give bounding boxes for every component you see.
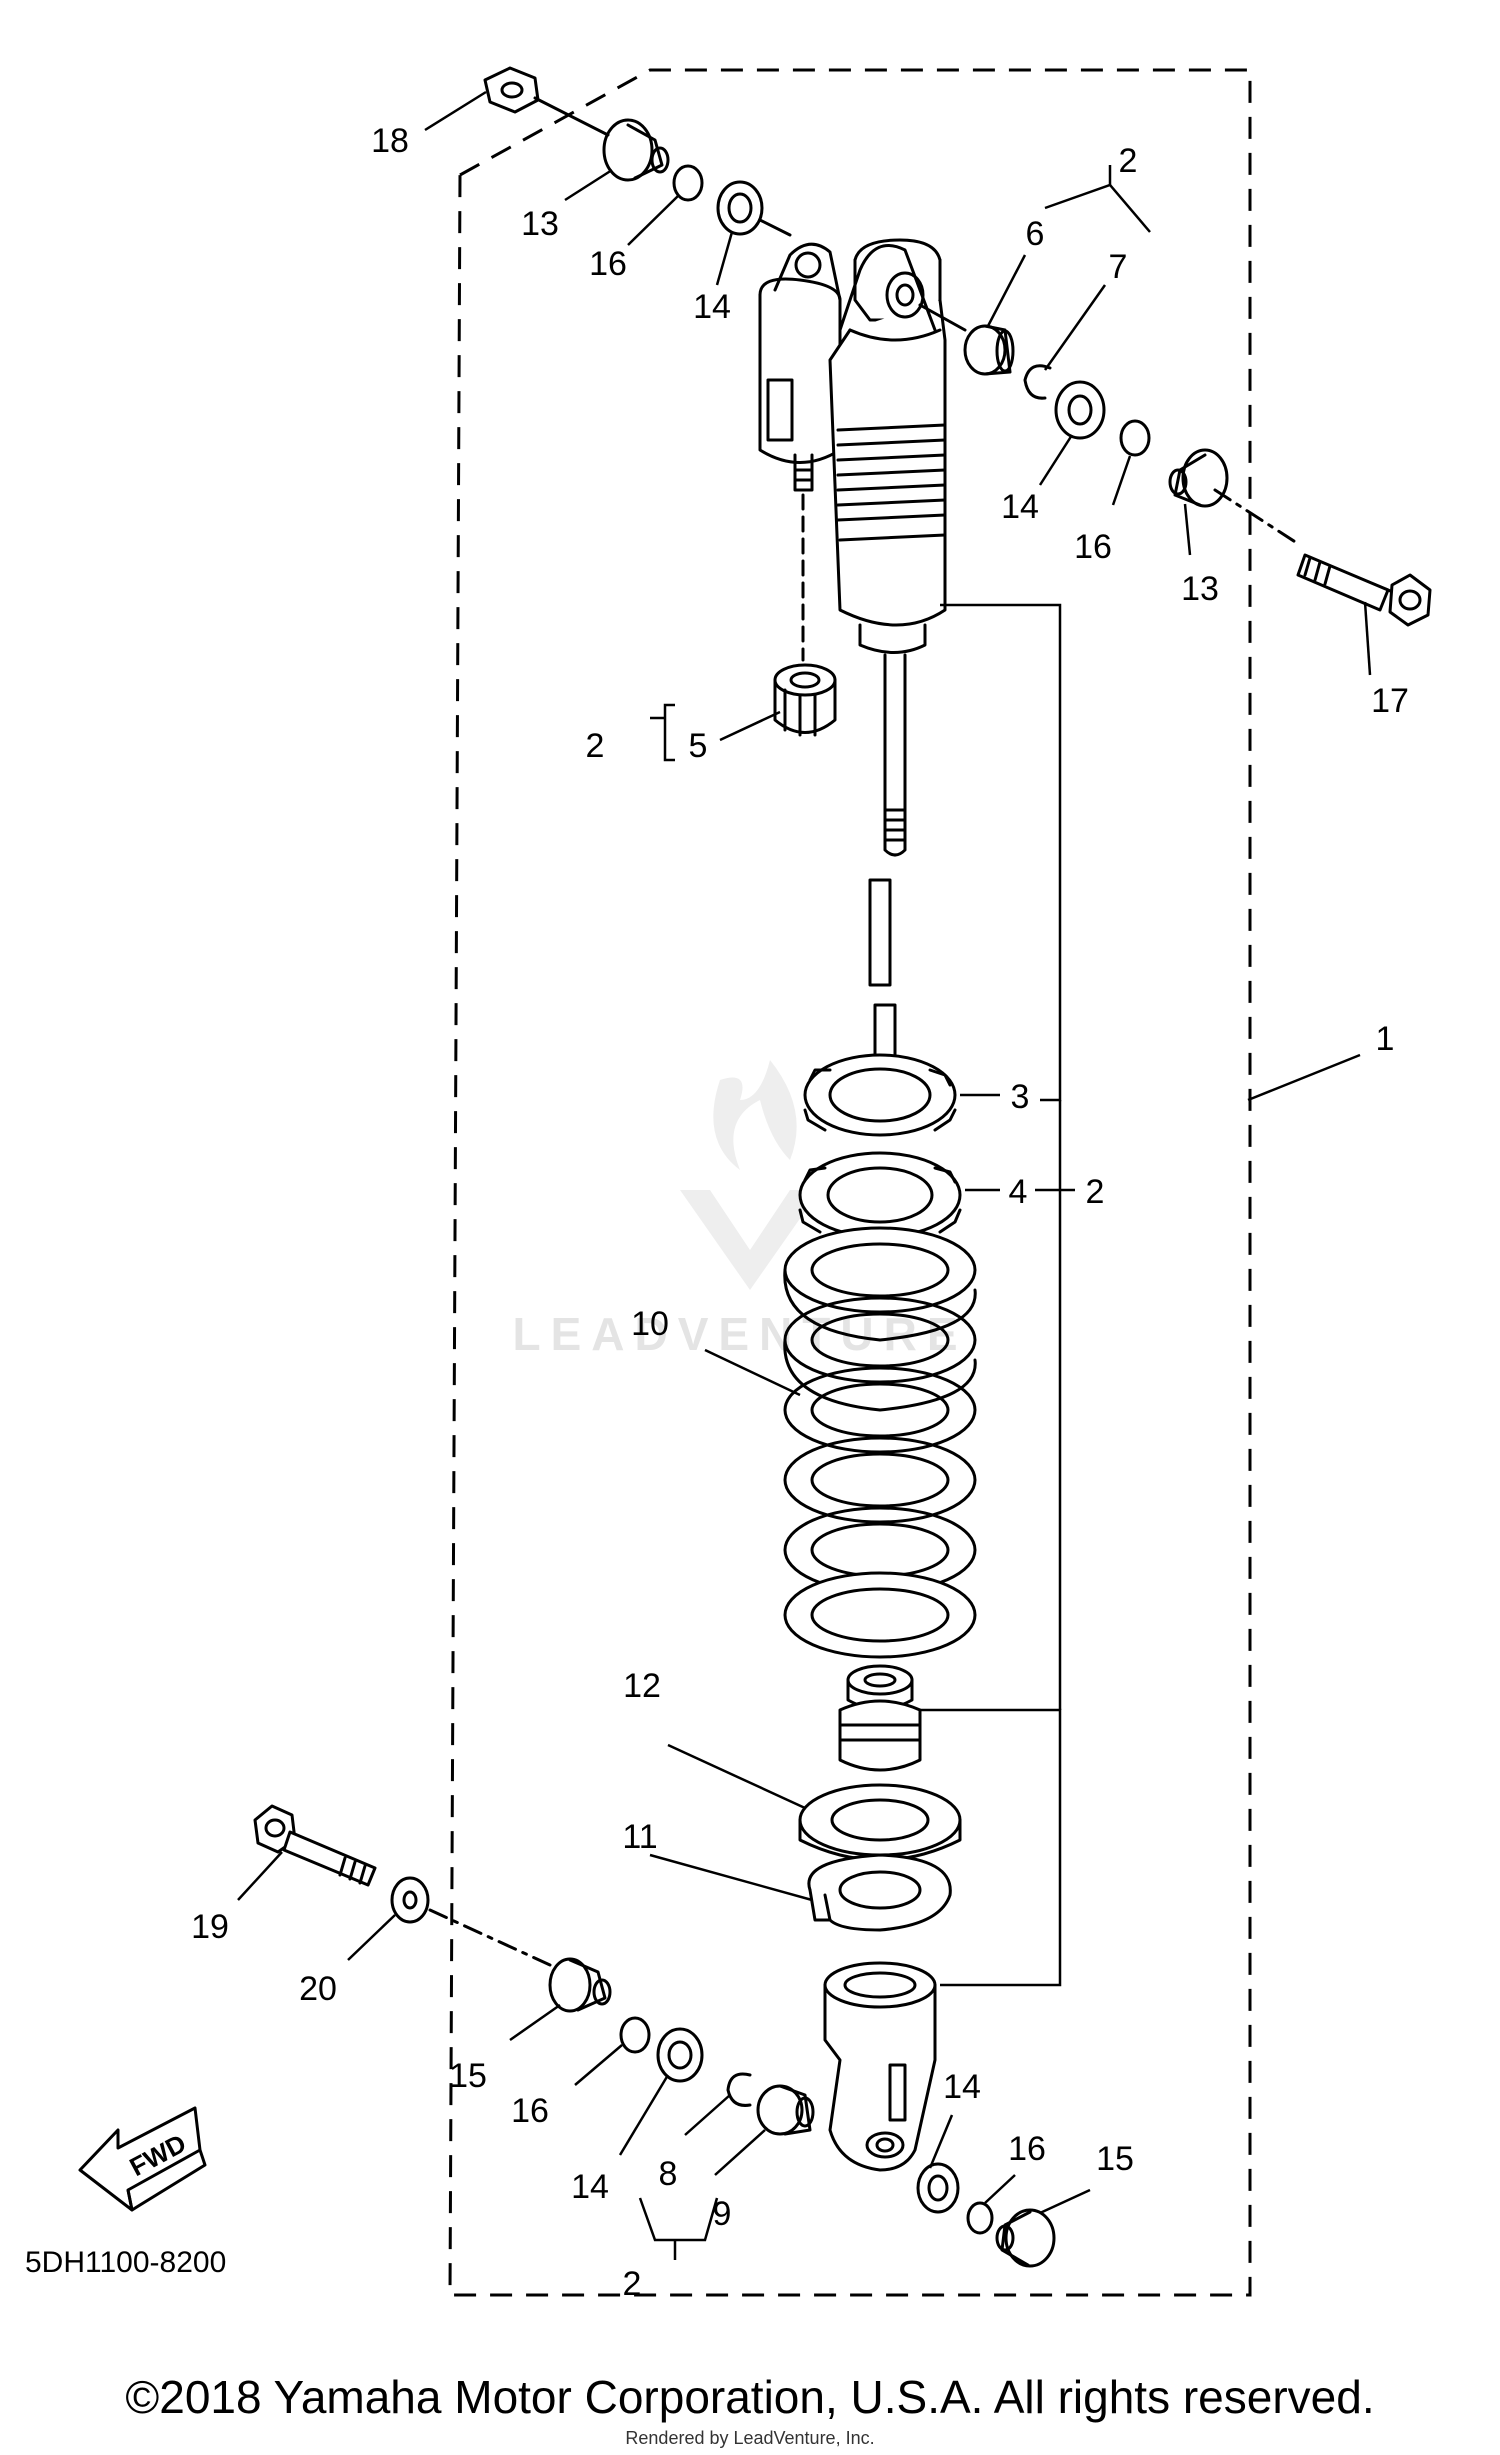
part-5-fitting [773, 663, 837, 737]
part-14-bushing-upper-right [1054, 380, 1106, 440]
callout-7: 7 [1109, 248, 1128, 286]
watermark-text: LEADVENTURE [512, 1308, 967, 1360]
part-14-bushing-lower-left [656, 2027, 704, 2083]
assembly-boundary [448, 68, 1252, 2297]
watermark: LEADVENTURE [512, 1060, 967, 1360]
lower-axis-line [428, 1908, 552, 1967]
callout-2: 2 [586, 727, 605, 765]
callout-2: 2 [1086, 1173, 1105, 1211]
render-credit: Rendered by LeadVenture, Inc. [625, 2428, 875, 2448]
part-14-bushing-upper-left [716, 180, 764, 236]
part-10-spring [783, 1226, 977, 1659]
callout-2: 2 [623, 2265, 642, 2303]
part-4-ring-nut [798, 1151, 962, 1239]
callout-4: 4 [1009, 1173, 1028, 1211]
callout-6: 6 [1026, 215, 1045, 253]
copyright-notice: ©2018 Yamaha Motor Corporation, U.S.A. A… [125, 2371, 1375, 2423]
callout-8: 8 [659, 2155, 678, 2193]
part-3-ring-nut [803, 1053, 957, 1137]
lower-clevis [823, 1961, 937, 2172]
part-16-oring-upper-right [1119, 419, 1151, 457]
callout-14: 14 [1001, 488, 1039, 526]
part-15-collar-lower-right [995, 2208, 1056, 2268]
part-15-collar-lower-left [548, 1957, 612, 2013]
callout-17: 17 [1371, 682, 1409, 720]
upper-right-axis-line [1213, 488, 1302, 547]
part-20-washer [390, 1876, 430, 1924]
callout-13: 13 [1181, 570, 1219, 608]
part-8-circlip [726, 2072, 752, 2107]
callout-16: 16 [1074, 528, 1112, 566]
upper-left-axis-line [533, 96, 610, 137]
part-16-oring-lower-right [966, 2201, 994, 2235]
part-7-circlip [1023, 364, 1052, 400]
shock-body [828, 238, 947, 654]
callout-18: 18 [371, 122, 409, 160]
callout-16: 16 [589, 245, 627, 283]
callout-2: 2 [1119, 142, 1138, 180]
part-6-collar [963, 324, 1015, 376]
part-11-stopper [807, 1853, 952, 1932]
callout-13: 13 [521, 205, 559, 243]
callout-11: 11 [622, 1818, 657, 1856]
callout-9: 9 [713, 2195, 732, 2233]
callout-15: 15 [449, 2057, 487, 2095]
drawing-code: 5DH1100-8200 [25, 2246, 226, 2279]
callout-16: 16 [511, 2092, 549, 2130]
callout-14: 14 [571, 2168, 609, 2206]
callout-15: 15 [1096, 2140, 1134, 2178]
upper-clevis-axis-line [918, 303, 967, 332]
callout-1: 1 [1376, 1020, 1395, 1058]
piston-rod [883, 653, 907, 857]
part-9-collar [756, 2084, 815, 2136]
part-14-bushing-lower-right [916, 2162, 960, 2214]
callouts: 18 13 16 14 2 6 7 14 16 13 17 2 5 1 3 4 … [191, 122, 1409, 2303]
callout-5: 5 [689, 727, 708, 765]
leader-lines [237, 90, 1372, 2260]
callout-3: 3 [1011, 1078, 1030, 1116]
adjuster-rod-upper [868, 878, 892, 987]
fwd-arrow-icon: FWD [78, 2106, 207, 2212]
reservoir-canister [758, 242, 842, 492]
callout-14: 14 [693, 288, 731, 326]
part-19-bolt [253, 1804, 377, 1887]
callout-16: 16 [1008, 2130, 1046, 2168]
bump-stop [838, 1664, 922, 1772]
upper-reservoir-axis-line [758, 218, 792, 237]
callout-10: 10 [631, 1305, 669, 1343]
part-13-collar-upper [602, 118, 670, 182]
part-16-oring-lower-left [619, 2016, 651, 2054]
part-16-oring-upper-left [672, 164, 704, 202]
callout-19: 19 [191, 1908, 229, 1946]
part-18-nut [483, 66, 540, 114]
part-17-bolt [1296, 553, 1432, 627]
callout-14: 14 [943, 2068, 981, 2106]
part-13-collar-upper-right [1168, 448, 1229, 508]
callout-20: 20 [299, 1970, 337, 2008]
callout-12: 12 [623, 1667, 661, 1705]
part-12-spring-seat [798, 1783, 962, 1862]
